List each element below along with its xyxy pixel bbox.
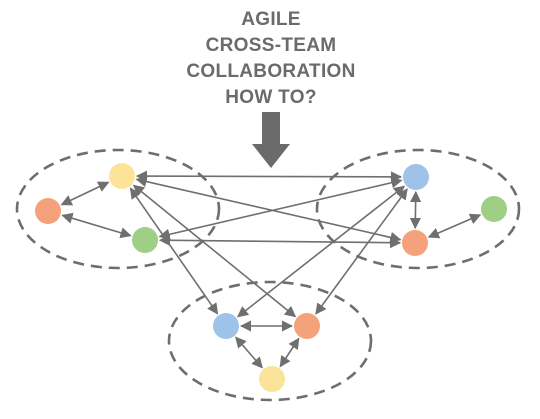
link-r-blue-b-blue [236, 185, 406, 318]
link-r-orange-r-green [427, 213, 482, 239]
link-l-orange-l-yellow [60, 181, 110, 206]
team-rings [15, 148, 521, 402]
team-member-nodes [35, 163, 507, 392]
link-b-orange-b-yellow [279, 337, 300, 368]
diagram-title: AGILE CROSS-TEAM COLLABORATION HOW TO? [186, 9, 355, 108]
title-line-1: AGILE [241, 9, 301, 30]
link-r-blue-b-orange [315, 188, 408, 315]
link-r-blue-r-orange [409, 190, 422, 230]
node-r-orange [402, 230, 428, 256]
title-line-3: COLLABORATION [186, 61, 355, 82]
link-b-blue-b-yellow [235, 336, 263, 369]
link-l-yellow-r-orange [135, 176, 402, 243]
link-l-orange-l-green [61, 212, 132, 239]
node-b-yellow [259, 366, 285, 392]
link-l-yellow-b-orange [132, 184, 297, 318]
title-line-4: HOW TO? [225, 87, 316, 108]
link-l-green-r-blue [158, 177, 403, 240]
node-l-orange [35, 198, 61, 224]
node-r-green [481, 196, 507, 222]
link-l-yellow-r-blue [135, 170, 403, 183]
node-l-yellow [109, 163, 135, 189]
title-line-2: CROSS-TEAM [206, 35, 337, 56]
node-b-orange [294, 313, 320, 339]
node-b-blue [213, 313, 239, 339]
node-l-green [132, 227, 158, 253]
link-l-green-r-orange [158, 234, 402, 249]
node-r-blue [403, 164, 429, 190]
down-arrow-icon [252, 112, 290, 168]
collaboration-links [60, 170, 482, 369]
